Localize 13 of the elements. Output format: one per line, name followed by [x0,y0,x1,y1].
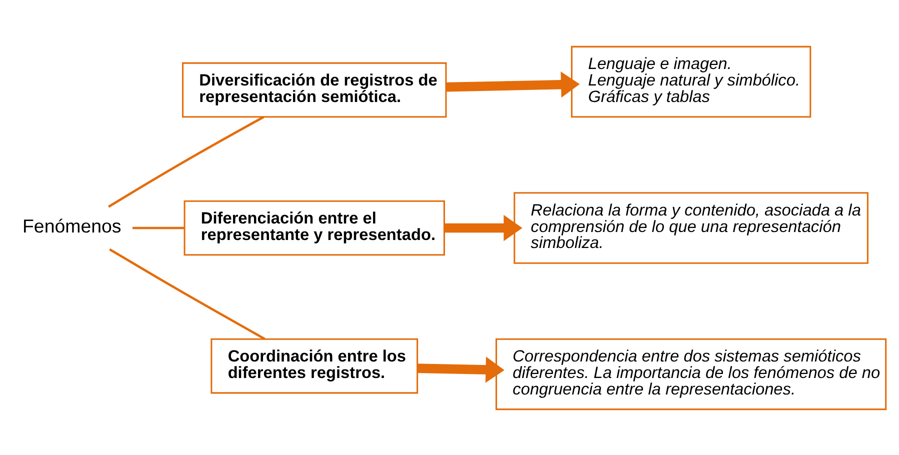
arrow [417,356,504,382]
arrow [444,214,522,241]
node-box: Relaciona la forma y contenido, asociada a la comprensión de lo que una representación simboliza. [514,192,868,264]
arrow [446,71,580,98]
node-box: Diversificación de registros de representación semiótica. [182,62,447,118]
connector [109,248,266,340]
node-text: Fenómenos [22,214,122,236]
connector [108,115,264,208]
node-box: Lenguaje e imagen. Lenguaje natural y simbólico. Gráficas y tablas [570,45,812,118]
connector [132,226,184,229]
node-box: Coordinación entre los diferentes registros. [210,338,418,394]
node-box: Diferenciación entre el representante y representado. [184,200,445,256]
node-box: Correspondencia entre dos sistemas semióticos diferentes. La importancia de los fenómenos de no congruencia entre la representaciones. [496,338,887,410]
